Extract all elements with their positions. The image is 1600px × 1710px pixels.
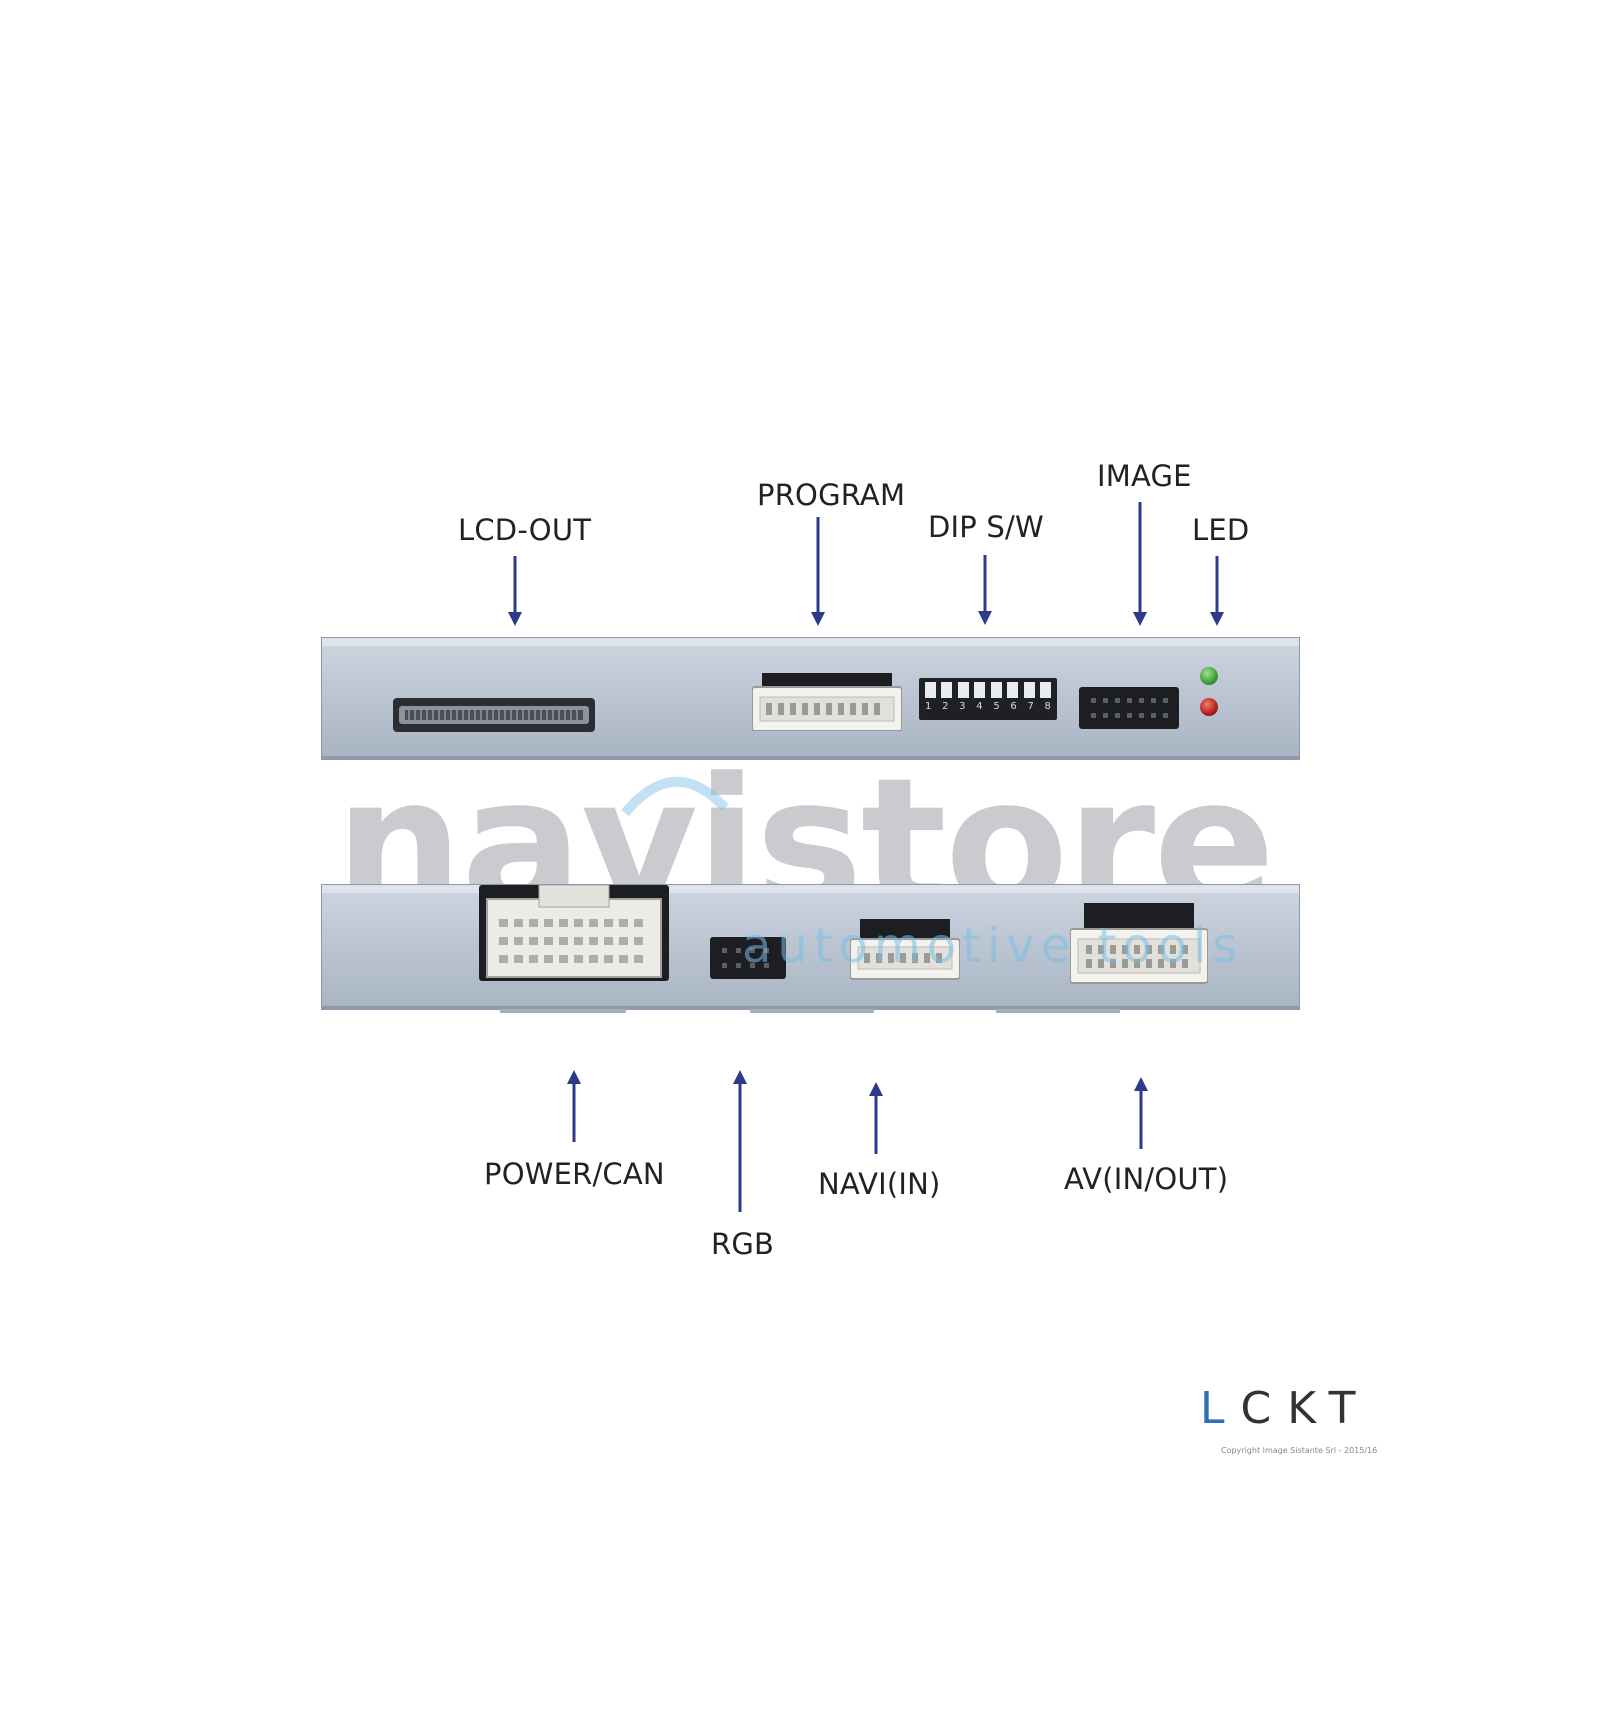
lcd-out-connector [393,698,595,732]
front-panel: 1 2 3 4 5 6 7 8 [321,637,1300,760]
lckt-logo: LCKT [1200,1383,1372,1434]
label-lcd-out: LCD-OUT [458,513,592,547]
dip-number-3: 3 [959,701,966,712]
dip-toggle-2 [941,682,953,698]
image-header [1079,687,1179,729]
watermark-swoosh-icon [621,776,729,817]
dip-number-7: 7 [1027,701,1034,712]
arrow-navi-in [869,1082,883,1154]
dip-number-4: 4 [976,701,983,712]
arrow-program [811,517,825,626]
panel-ledge [322,638,1299,646]
dip-toggle-1 [925,682,936,698]
dip-toggle-6 [1007,682,1019,698]
watermark-tagline: automotive tools [742,918,1244,974]
dip-number-2: 2 [942,701,949,712]
label-av-in-out: AV(IN/OUT) [1064,1162,1229,1196]
logo-first-letter: L [1200,1383,1241,1434]
av-in-out-connector [1070,903,1208,984]
dip-number-6: 6 [1010,701,1017,712]
panel-foot [500,1009,626,1013]
label-navi-in: NAVI(IN) [818,1167,941,1201]
navi-in-connector [850,919,960,980]
rgb-header [710,937,786,979]
rear-panel [321,884,1300,1013]
arrow-power-can [567,1070,581,1142]
panel-ledge [322,885,1299,893]
panel-foot [750,1009,874,1013]
green-led [1200,667,1218,685]
label-led: LED [1192,513,1250,547]
dip-number-1: 1 [925,701,932,712]
arrow-dip-sw [978,555,992,625]
dip-number-8: 8 [1044,701,1051,712]
arrow-lcd-out [508,556,522,626]
dip-numbers: 1 2 3 4 5 6 7 8 [925,701,1051,715]
dip-toggle-7 [1023,682,1035,698]
red-led [1200,698,1218,716]
arrow-av-in-out [1134,1077,1148,1149]
dip-toggle-5 [990,682,1002,698]
dip-toggles [925,682,1051,698]
label-program: PROGRAM [757,478,906,512]
arrow-led [1210,556,1224,626]
label-image: IMAGE [1097,459,1192,493]
label-power-can: POWER/CAN [484,1157,665,1191]
arrow-rgb [733,1070,747,1212]
logo-rest: CKT [1240,1383,1372,1434]
dip-toggle-8 [1039,682,1051,698]
label-dip-sw: DIP S/W [928,510,1044,544]
power-can-connector [479,885,669,981]
panel-foot [996,1009,1120,1013]
arrow-image [1133,502,1147,626]
dip-toggle-3 [957,682,969,698]
copyright-text: Copyright Image Sistante Srl - 2015/16 [1221,1446,1378,1455]
dip-switch: 1 2 3 4 5 6 7 8 [919,678,1057,720]
label-rgb: RGB [711,1227,775,1261]
dip-toggle-4 [974,682,986,698]
program-connector [752,673,902,731]
dip-number-5: 5 [993,701,1000,712]
